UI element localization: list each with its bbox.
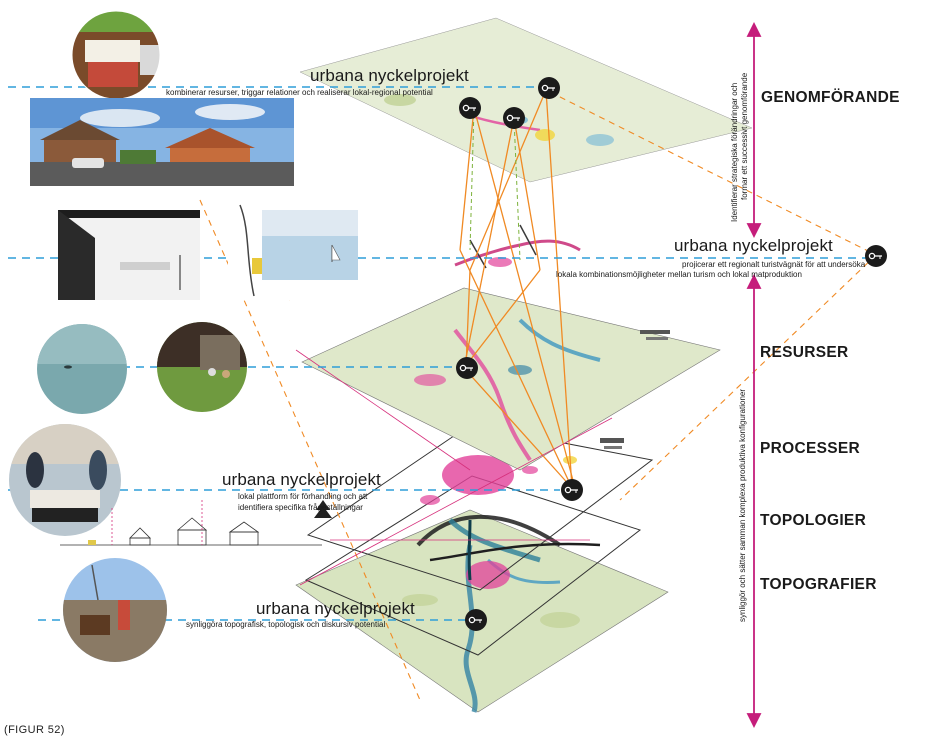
map-plane-middle-network bbox=[454, 224, 581, 269]
project-title-1: urbana nyckelprojekt bbox=[310, 66, 469, 85]
figure-label: (FIGUR 52) bbox=[4, 724, 65, 736]
project-desc-3b: identifiera specifika frågeställningar bbox=[238, 503, 363, 512]
layer-label-processer: PROCESSER bbox=[760, 440, 861, 457]
key-badge-icon[interactable] bbox=[456, 357, 478, 379]
green-dashed-links bbox=[469, 107, 521, 261]
map-plane-resurser bbox=[301, 287, 721, 471]
street-elevation-sketch bbox=[60, 500, 322, 546]
photo-farm-buildings bbox=[30, 98, 294, 186]
magenta-links bbox=[295, 349, 613, 586]
vertical-note-top-2: formar ett successivt genomförande bbox=[740, 72, 749, 200]
photo-interior-render bbox=[58, 210, 200, 300]
layer-label-topologier: TOPOLOGIER bbox=[760, 512, 867, 529]
key-badge-icon[interactable] bbox=[465, 609, 487, 631]
key-badge-icon[interactable] bbox=[459, 97, 481, 119]
project-desc-3a: lokal plattform för förhandling och att bbox=[238, 492, 368, 501]
photo-sea-horizon bbox=[37, 324, 127, 414]
photo-barn-gathering bbox=[157, 322, 247, 412]
project-desc-2a: projicerar ett regionalt turistvägnät fö… bbox=[682, 260, 866, 269]
key-badge-icon[interactable] bbox=[865, 245, 887, 267]
map-plane-topologier bbox=[304, 475, 642, 656]
project-title-3: urbana nyckelprojekt bbox=[222, 470, 381, 489]
layer-label-resurser: RESURSER bbox=[760, 344, 849, 361]
tree-sketch bbox=[314, 506, 332, 518]
key-connection-lines bbox=[459, 89, 576, 489]
key-badge-icon[interactable] bbox=[538, 77, 560, 99]
magenta-range-arrows bbox=[746, 21, 762, 729]
vertical-note-top-1: Identifierar strategiska förändringar oc… bbox=[730, 82, 739, 222]
photo-harbour-crowd bbox=[63, 558, 167, 662]
project-title-2: urbana nyckelprojekt bbox=[674, 236, 833, 255]
vertical-note-bottom: synliggör och sätter samman komplexa pro… bbox=[738, 388, 747, 622]
photo-lake-sketch bbox=[228, 200, 358, 300]
map-plane-processer bbox=[306, 424, 654, 591]
layer-label-topografier: TOPOGRAFIER bbox=[760, 576, 877, 593]
layer-label-genomforande: GENOMFÖRANDE bbox=[761, 89, 900, 106]
map-plane-genomforande bbox=[299, 17, 753, 183]
key-badge-icon[interactable] bbox=[503, 107, 525, 129]
project-desc-4: synliggöra topografisk, topologisk och d… bbox=[186, 620, 386, 629]
photo-workshop bbox=[9, 424, 121, 536]
project-desc-2b: lokala kombinationsmöjligheter mellan tu… bbox=[556, 270, 802, 279]
key-badge-icon[interactable] bbox=[561, 479, 583, 501]
project-title-4: urbana nyckelprojekt bbox=[256, 599, 415, 618]
project-desc-1: kombinerar resurser, triggar relationer … bbox=[166, 88, 433, 97]
tree-sketch bbox=[316, 500, 330, 510]
